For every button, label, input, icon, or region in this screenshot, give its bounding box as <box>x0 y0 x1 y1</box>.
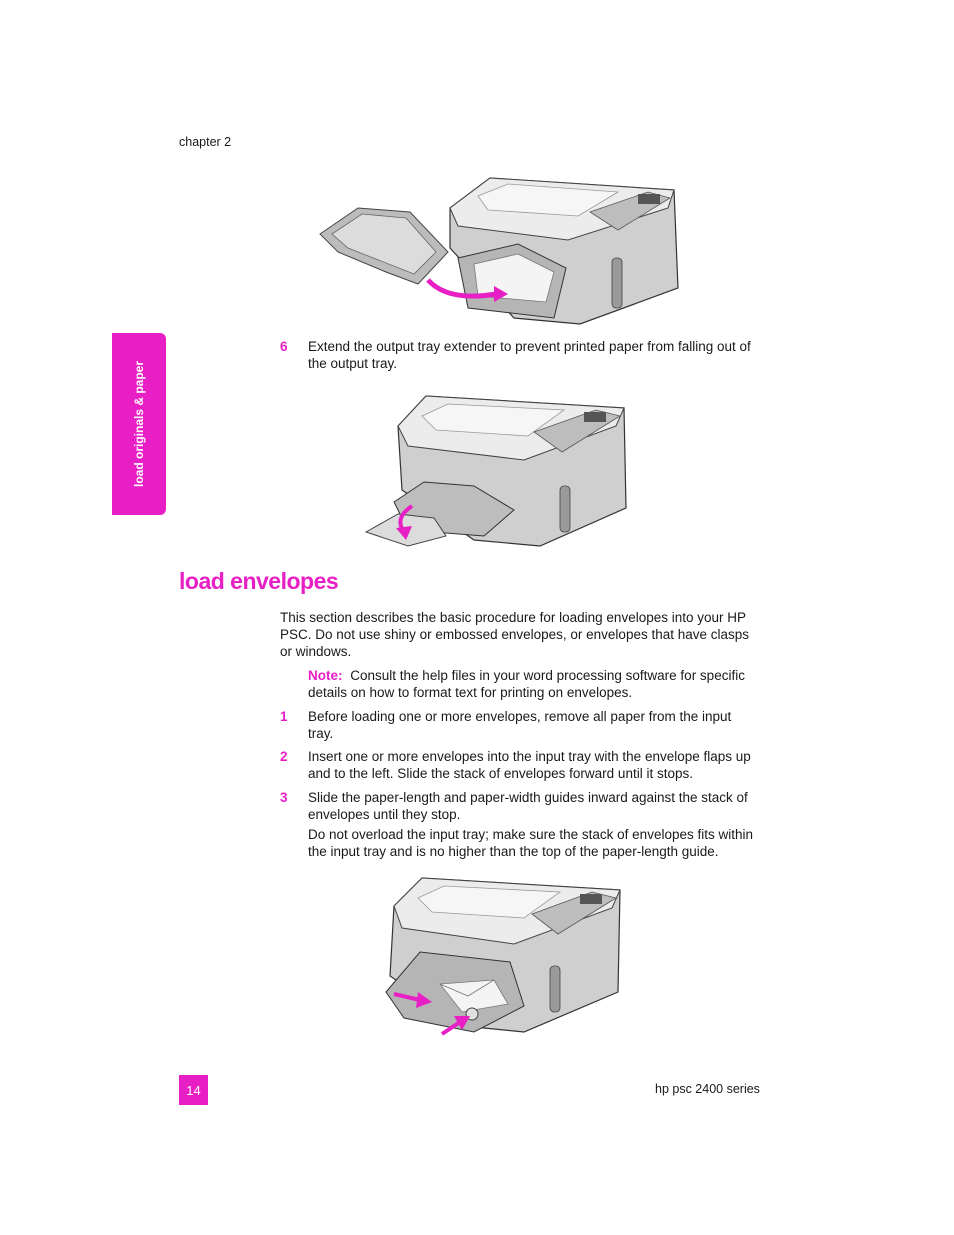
printer-illustration-tray-extended <box>364 390 630 550</box>
step-number: 1 <box>280 709 288 724</box>
chapter-label: chapter 2 <box>179 135 232 149</box>
note-label: Note: <box>308 668 343 683</box>
step-text: Slide the paper-length and paper-width g… <box>308 790 748 822</box>
section-title: load envelopes <box>179 568 339 594</box>
step-3-followup: Do not overload the input tray; make sur… <box>308 827 753 859</box>
side-tab: load originals & paper <box>112 333 166 515</box>
printer-illustration-envelopes <box>384 876 626 1036</box>
envelope-step-2: 2 Insert one or more envelopes into the … <box>280 748 756 782</box>
step-text: Insert one or more envelopes into the in… <box>308 749 751 781</box>
section-intro: This section describes the basic procedu… <box>280 610 750 659</box>
note-text: Consult the help files in your word proc… <box>308 668 745 700</box>
step-text: Before loading one or more envelopes, re… <box>308 709 732 741</box>
step-number: 2 <box>280 749 288 764</box>
note: Note: Consult the help files in your wor… <box>308 667 756 701</box>
step-text: Extend the output tray extender to preve… <box>308 339 751 371</box>
step-6: 6 Extend the output tray extender to pre… <box>280 338 756 372</box>
side-tab-label: load originals & paper <box>132 360 146 488</box>
envelope-step-1: 1 Before loading one or more envelopes, … <box>280 708 756 742</box>
printer-illustration-tray-removed <box>318 168 682 328</box>
page-number-badge: 14 <box>179 1075 208 1105</box>
step-number: 6 <box>280 339 288 354</box>
footer-product-name: hp psc 2400 series <box>655 1082 760 1096</box>
envelope-step-3: 3 Slide the paper-length and paper-width… <box>280 789 756 823</box>
step-number: 3 <box>280 790 288 805</box>
